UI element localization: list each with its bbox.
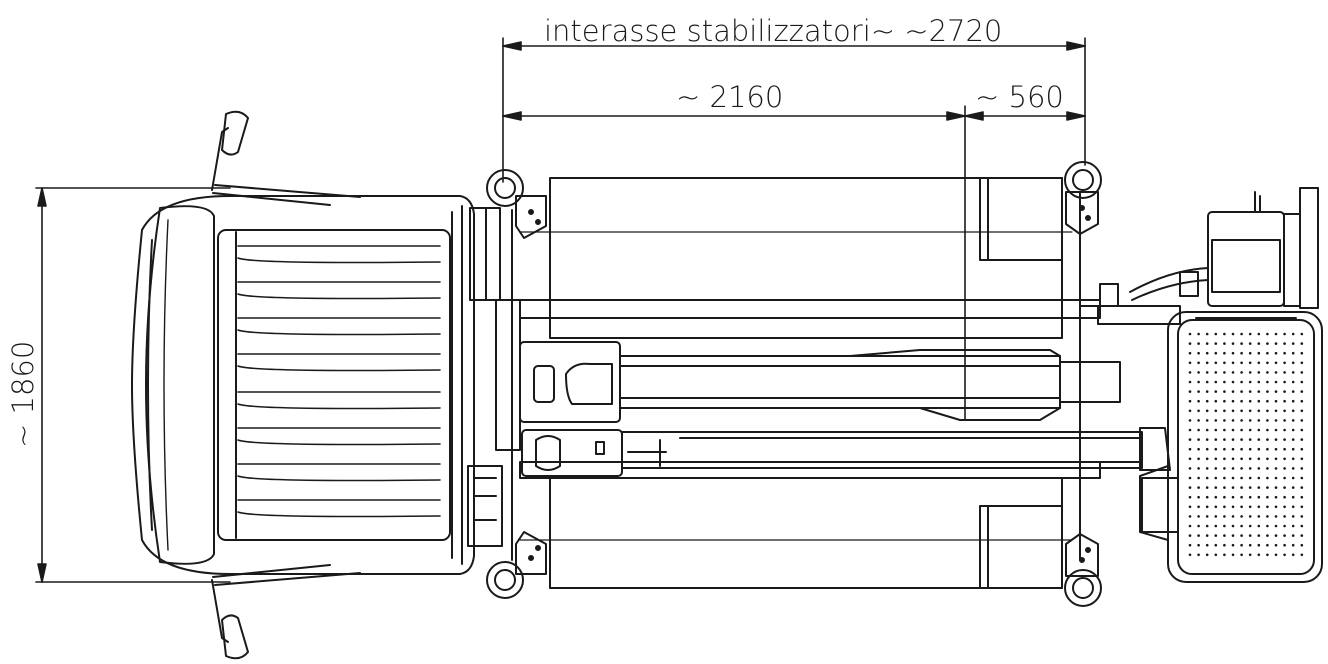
truck-body (469, 177, 1101, 589)
stabilizer-rear-right-icon (1064, 533, 1102, 607)
stabilizer-rear-left-icon (1064, 161, 1102, 235)
stabilizer-front-left-icon (486, 169, 547, 239)
upper-boom (519, 341, 1121, 423)
right-mirror-icon (211, 564, 361, 660)
control-unit (1099, 187, 1319, 309)
left-mirror-icon (211, 110, 361, 206)
lower-boom (521, 427, 1171, 477)
dimension-lines (35, 37, 1086, 583)
overall-width-dimension: ~ 1860 (6, 341, 40, 448)
stabilizer-front-right-icon (486, 531, 547, 599)
work-basket (1139, 311, 1323, 583)
stabilizer-wheelbase-dimension: interasse stabilizzatori~ ~2720 (544, 14, 1002, 48)
front-span-dimension: ~ 2160 (676, 80, 783, 114)
basket-floor-grid (1188, 332, 1304, 557)
rear-span-dimension: ~ 560 (975, 80, 1064, 114)
roof-ribs (237, 245, 441, 518)
truck-cab (131, 110, 503, 660)
